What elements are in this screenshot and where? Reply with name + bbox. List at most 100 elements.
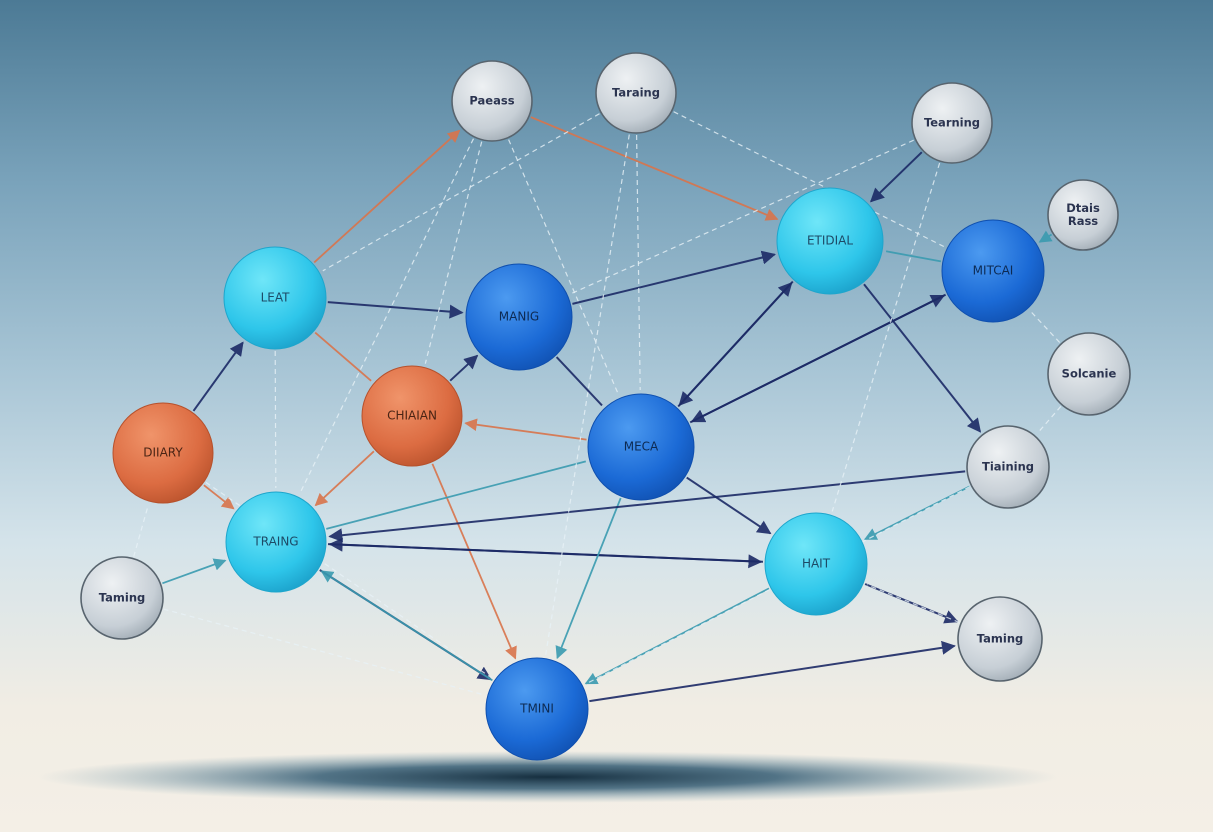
edge-n18-n16: [589, 640, 956, 703]
edge-n6-n12: [690, 293, 947, 423]
edge-n11-n14: [203, 484, 235, 510]
edge-n1-n5: [530, 116, 779, 221]
edge-n15-n16: [864, 583, 959, 624]
edge-n1-n12: [508, 139, 620, 395]
node-label: DIIARY: [143, 446, 183, 460]
node-circle: [223, 246, 327, 350]
edge-n5-n13: [863, 283, 982, 433]
node-circle: [465, 263, 573, 371]
edge-n6-n5: [885, 250, 942, 263]
node-n12[interactable]: MECA: [587, 393, 695, 501]
node-circle: [966, 425, 1050, 509]
edge-n2-n12: [636, 134, 641, 391]
node-label: Taraing: [612, 86, 660, 100]
node-circle: [764, 512, 868, 616]
node-n8[interactable]: MANIG: [465, 263, 573, 371]
edge-n13-n14: [328, 470, 966, 543]
node-circle: [957, 596, 1043, 682]
node-label: Solcanie: [1062, 367, 1117, 381]
node-n5[interactable]: ETIDIAL: [776, 187, 884, 295]
node-n16[interactable]: Taming: [957, 596, 1043, 682]
node-n13[interactable]: Tiaining: [966, 425, 1050, 509]
node-label: Taming: [99, 591, 145, 605]
edge-n9-n13: [1037, 406, 1062, 434]
edge-n11-n7: [192, 341, 244, 412]
edge-n10-n8: [449, 354, 479, 382]
node-circle: [1047, 332, 1131, 416]
edge-n1-n10: [424, 141, 483, 364]
edge-n12-n18: [555, 497, 622, 660]
edge-n7-n8: [327, 301, 464, 319]
node-label: MECA: [624, 440, 659, 454]
edge-n17-n11: [133, 504, 149, 557]
edge-n16-n15: [866, 584, 960, 623]
node-circle: [941, 219, 1045, 323]
edge-n2-n7: [322, 113, 600, 272]
node-n17[interactable]: Taming: [80, 556, 164, 640]
edge-n17-n14: [162, 558, 227, 585]
node-label: MITCAI: [973, 264, 1014, 278]
edge-n3-n15: [831, 162, 941, 512]
edge-n2-n18: [545, 134, 630, 655]
node-label: HAIT: [802, 557, 831, 571]
edge-n12-n10: [464, 418, 587, 441]
node-label: CHIAIAN: [387, 409, 437, 423]
node-n18[interactable]: TMINI: [485, 657, 589, 761]
floor-shadow: [38, 751, 1058, 803]
edge-n7-n10: [314, 331, 372, 382]
edge-n4-n6: [1038, 230, 1053, 243]
edge-n12-n15: [686, 476, 772, 535]
node-n15[interactable]: HAIT: [764, 512, 868, 616]
node-label: Tiaining: [982, 460, 1034, 474]
edge-n15-n14: [328, 537, 764, 563]
node-circle: [587, 393, 695, 501]
node-n6[interactable]: MITCAI: [941, 219, 1045, 323]
node-n7[interactable]: LEAT: [223, 246, 327, 350]
node-circle: [485, 657, 589, 761]
node-circle: [451, 60, 533, 142]
node-label: Rass: [1068, 214, 1098, 228]
edge-n14-n12: [326, 460, 587, 530]
edge-n1-n14: [299, 138, 475, 494]
edge-n10-n18: [431, 463, 517, 660]
node-n3[interactable]: Tearning: [911, 82, 993, 164]
node-circle: [911, 82, 993, 164]
node-label: Tearning: [924, 116, 980, 130]
edge-n13-n15: [863, 485, 971, 541]
node-n2[interactable]: Taraing: [595, 52, 677, 134]
node-n1[interactable]: Paeass: [451, 60, 533, 142]
node-label: MANIG: [499, 310, 539, 324]
edge-n9-n6: [1030, 310, 1061, 343]
node-circle: [1047, 179, 1119, 251]
edge-n5-n12: [678, 280, 794, 407]
edge-n17-n18: [163, 608, 485, 696]
edge-n8-n12: [555, 356, 603, 407]
edge-n18-n14: [320, 570, 493, 682]
node-circle: [80, 556, 164, 640]
node-label: ETIDIAL: [807, 234, 853, 248]
node-label: Dtais: [1066, 201, 1100, 215]
node-n10[interactable]: CHIAIAN: [361, 365, 463, 467]
node-n9[interactable]: Solcanie: [1047, 332, 1131, 416]
node-circle: [361, 365, 463, 467]
node-circle: [776, 187, 884, 295]
node-circle: [112, 402, 214, 504]
edge-n7-n14: [274, 350, 277, 489]
node-n14[interactable]: TRAING: [225, 491, 327, 593]
edge-n3-n5: [869, 151, 923, 203]
node-label: LEAT: [261, 291, 291, 305]
node-label: Paeass: [469, 94, 514, 108]
edge-n7-n1: [313, 129, 461, 264]
node-label: Taming: [977, 632, 1023, 646]
node-circle: [595, 52, 677, 134]
edge-n10-n14: [314, 450, 375, 507]
edge-n8-n5: [572, 250, 776, 305]
node-n11[interactable]: DIIARY: [112, 402, 214, 504]
edges-layer: [133, 111, 1062, 703]
node-label: TMINI: [519, 702, 554, 716]
node-circle: [225, 491, 327, 593]
node-label: TRAING: [252, 535, 298, 549]
